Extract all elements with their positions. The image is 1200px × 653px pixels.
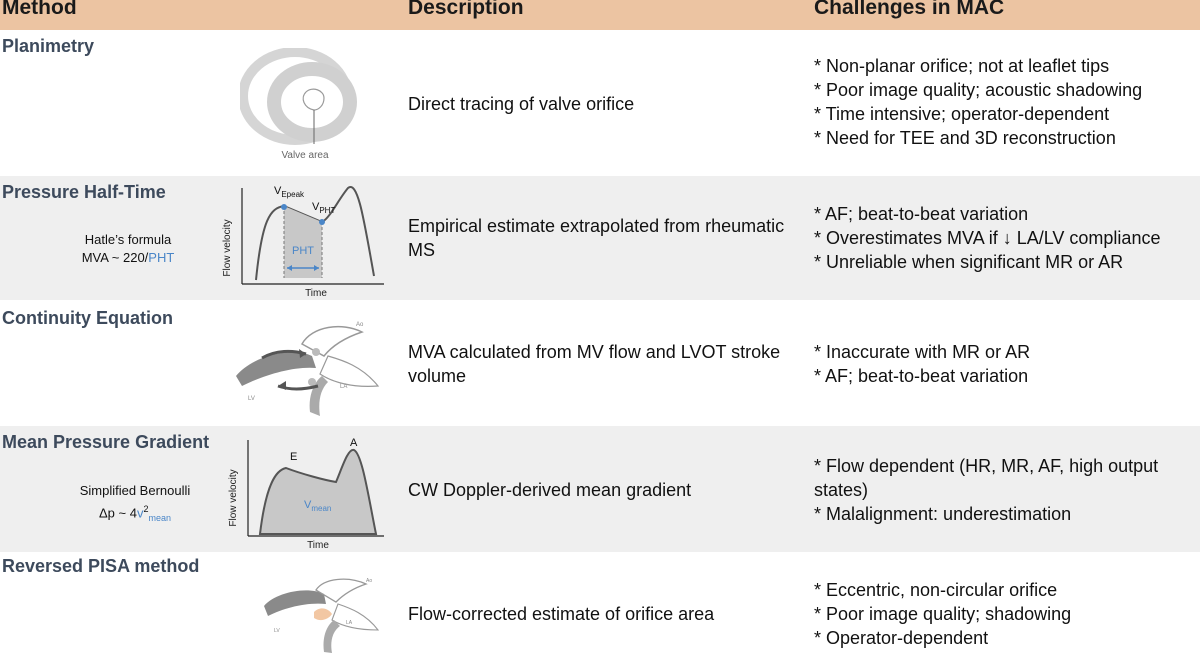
challenge-item: * Poor image quality; shadowing xyxy=(814,604,1072,624)
challenge-item: * Malalignment: underestimation xyxy=(814,504,1072,524)
method-name: Pressure Half-Time xyxy=(2,182,166,202)
challenge-item: * Time intensive; operator-dependent xyxy=(814,104,1110,124)
e-wave-label: E xyxy=(290,451,297,463)
svg-text:VPHT: VPHT xyxy=(312,201,335,215)
svg-text:VEpeak: VEpeak xyxy=(274,185,305,199)
ao-label: Ao xyxy=(366,578,372,584)
lv-label: LV xyxy=(248,396,255,402)
y-axis-label: Flow velocity xyxy=(228,469,239,526)
formula-subscript: mean xyxy=(148,512,171,523)
challenges-list: * Eccentric, non-circular orifice * Poor… xyxy=(814,578,1199,650)
challenge-item: * Need for TEE and 3D reconstruction xyxy=(814,128,1116,148)
formula-expression: MVA ~ 220/PHT xyxy=(58,249,198,267)
header-challenges: Challenges in MAC xyxy=(814,0,1005,19)
formula-expression: Δp ~ 4v2mean xyxy=(60,500,210,527)
formula-prefix: MVA ~ 220/ xyxy=(81,250,149,265)
pht-area-label: PHT xyxy=(292,245,314,257)
lv-label: LV xyxy=(274,628,280,634)
valve-area-label: Valve area xyxy=(281,150,329,161)
challenge-item: * Non-planar orifice; not at leaflet tip… xyxy=(814,56,1110,76)
mean-gradient-doppler-figure: Flow velocity E A Vmean Time xyxy=(228,437,384,551)
x-axis-label: Time xyxy=(307,540,329,551)
header-method: Method xyxy=(2,0,77,19)
header-description: Description xyxy=(408,0,524,19)
pht-doppler-figure: Flow velocity VEpeak VPHT PHT Time xyxy=(222,185,384,299)
description: CW Doppler-derived mean gradient xyxy=(408,480,692,500)
formula-name: Hatle’s formula xyxy=(84,232,172,247)
challenge-item: * AF; beat-to-beat variation xyxy=(814,366,1029,386)
table-header: Method Description Challenges in MAC xyxy=(0,0,1200,30)
challenge-item: * Operator-dependent xyxy=(814,628,989,648)
challenge-item: * Poor image quality; acoustic shadowing xyxy=(814,80,1143,100)
challenge-item: * Eccentric, non-circular orifice xyxy=(814,580,1058,600)
challenges-list: * Inaccurate with MR or AR * AF; beat-to… xyxy=(814,340,1199,388)
description: Direct tracing of valve orifice xyxy=(408,94,635,114)
la-label: LA xyxy=(346,620,353,626)
planimetry-figure: Valve area xyxy=(240,48,357,161)
vmean-label: V xyxy=(304,499,312,511)
table-row-planimetry: Planimetry Valve area Direct tracing of … xyxy=(0,30,1200,176)
formula-prefix: Δp ~ 4 xyxy=(99,505,137,521)
description: Empirical estimate extrapolated from rhe… xyxy=(408,216,785,260)
table-row-mean-pressure-gradient: Mean Pressure Gradient Simplified Bernou… xyxy=(0,426,1200,552)
formula-variable: PHT xyxy=(148,250,175,265)
continuity-heart-figure: Ao LV LA xyxy=(236,322,380,416)
method-name: Mean Pressure Gradient xyxy=(2,432,210,452)
pisa-heart-figure: Ao LV LA xyxy=(264,578,380,653)
challenge-item: * Flow dependent (HR, MR, AF, high outpu… xyxy=(814,456,1159,500)
challenge-item: * Overestimates MVA if ↓ LA/LV complianc… xyxy=(814,228,1161,248)
x-axis-label: Time xyxy=(305,288,327,299)
vpht-subscript: PHT xyxy=(319,206,335,215)
method-name: Continuity Equation xyxy=(2,308,173,328)
challenge-item: * AF; beat-to-beat variation xyxy=(814,204,1029,224)
description: Flow-corrected estimate of orifice area xyxy=(408,604,715,624)
formula-variable: v xyxy=(136,505,144,521)
challenges-list: * AF; beat-to-beat variation * Overestim… xyxy=(814,202,1199,274)
challenges-list: * Non-planar orifice; not at leaflet tip… xyxy=(814,54,1199,150)
ao-label: Ao xyxy=(356,322,364,328)
bernoulli-formula: Simplified Bernoulli Δp ~ 4v2mean xyxy=(60,482,210,527)
method-name: Reversed PISA method xyxy=(2,556,200,576)
vepeak-label: V xyxy=(274,185,282,197)
la-label: LA xyxy=(340,384,347,390)
vpht-label: V xyxy=(312,201,320,213)
table-row-continuity-equation: Continuity Equation Ao LV LA MVA calcula… xyxy=(0,300,1200,426)
challenge-item: * Unreliable when significant MR or AR xyxy=(814,252,1124,272)
y-axis-label: Flow velocity xyxy=(222,219,233,276)
table-row-pressure-half-time: Pressure Half-Time Hatle’s formula MVA ~… xyxy=(0,176,1200,300)
vepeak-subscript: Epeak xyxy=(281,190,305,199)
svg-text:Vmean: Vmean xyxy=(304,499,331,513)
hatle-formula: Hatle’s formula MVA ~ 220/PHT xyxy=(58,231,198,267)
challenge-item: * Inaccurate with MR or AR xyxy=(814,342,1031,362)
method-name: Planimetry xyxy=(2,36,95,56)
challenges-list: * Flow dependent (HR, MR, AF, high outpu… xyxy=(814,454,1199,526)
formula-name: Simplified Bernoulli xyxy=(79,483,191,498)
description: MVA calculated from MV flow and LVOT str… xyxy=(408,342,781,386)
formula-superscript: 2 xyxy=(143,504,149,514)
vmean-subscript: mean xyxy=(311,504,331,513)
a-wave-label: A xyxy=(350,437,358,449)
table-row-reversed-pisa: Reversed PISA method Ao LV LA Flow-corre… xyxy=(0,552,1200,653)
